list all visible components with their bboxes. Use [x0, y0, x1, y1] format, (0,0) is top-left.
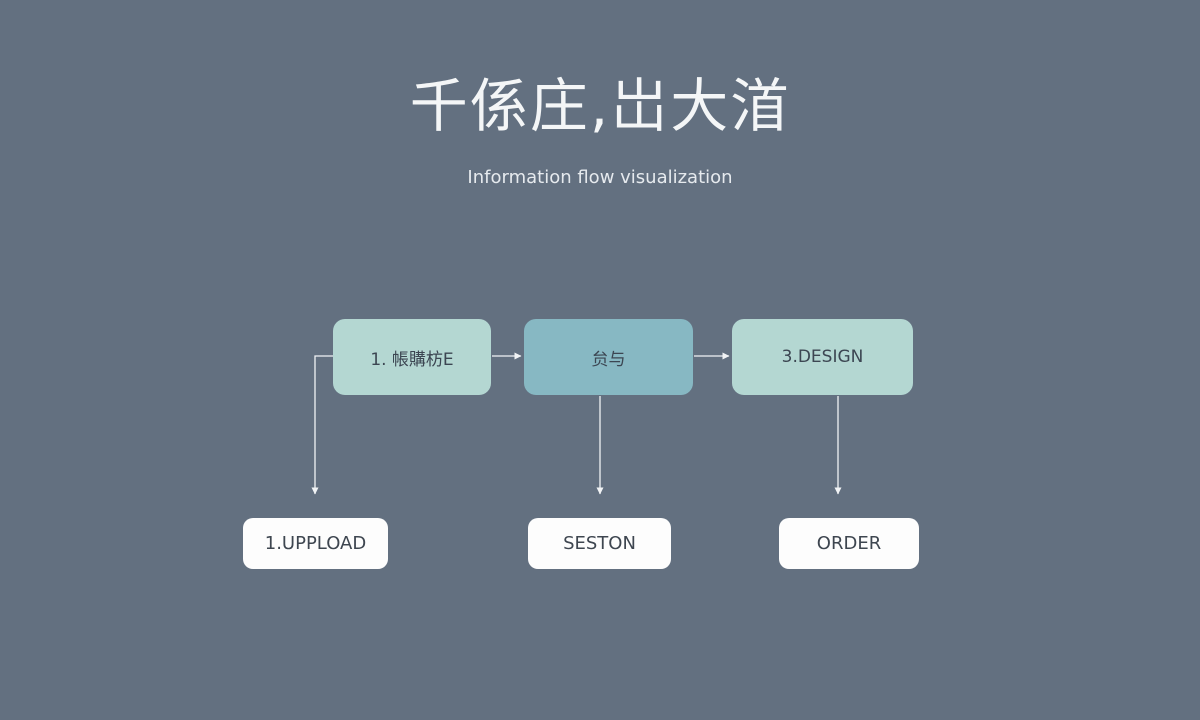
output-node-2: SESTON [528, 518, 671, 569]
step-node-1: 1. 帳購枋E [333, 319, 491, 395]
step-node-3-label: 3.DESIGN [781, 347, 864, 367]
diagram-subtitle: Information flow visualization [467, 167, 733, 188]
step-node-1-label: 1. 帳購枋E [370, 349, 454, 370]
diagram-title: 千係庄,岀大渞 [409, 72, 791, 140]
step-node-2: 贠与 [524, 319, 693, 395]
output-node-3-label: ORDER [816, 533, 882, 554]
step-node-2-label: 贠与 [591, 349, 626, 370]
step-node-3: 3.DESIGN [732, 319, 913, 395]
output-node-2-label: SESTON [563, 533, 636, 554]
output-node-1-label: 1.UPPLOAD [264, 533, 367, 554]
output-node-1: 1.UPPLOAD [243, 518, 388, 569]
arrow-step1-to-output1 [311, 355, 333, 495]
output-node-3: ORDER [779, 518, 919, 569]
